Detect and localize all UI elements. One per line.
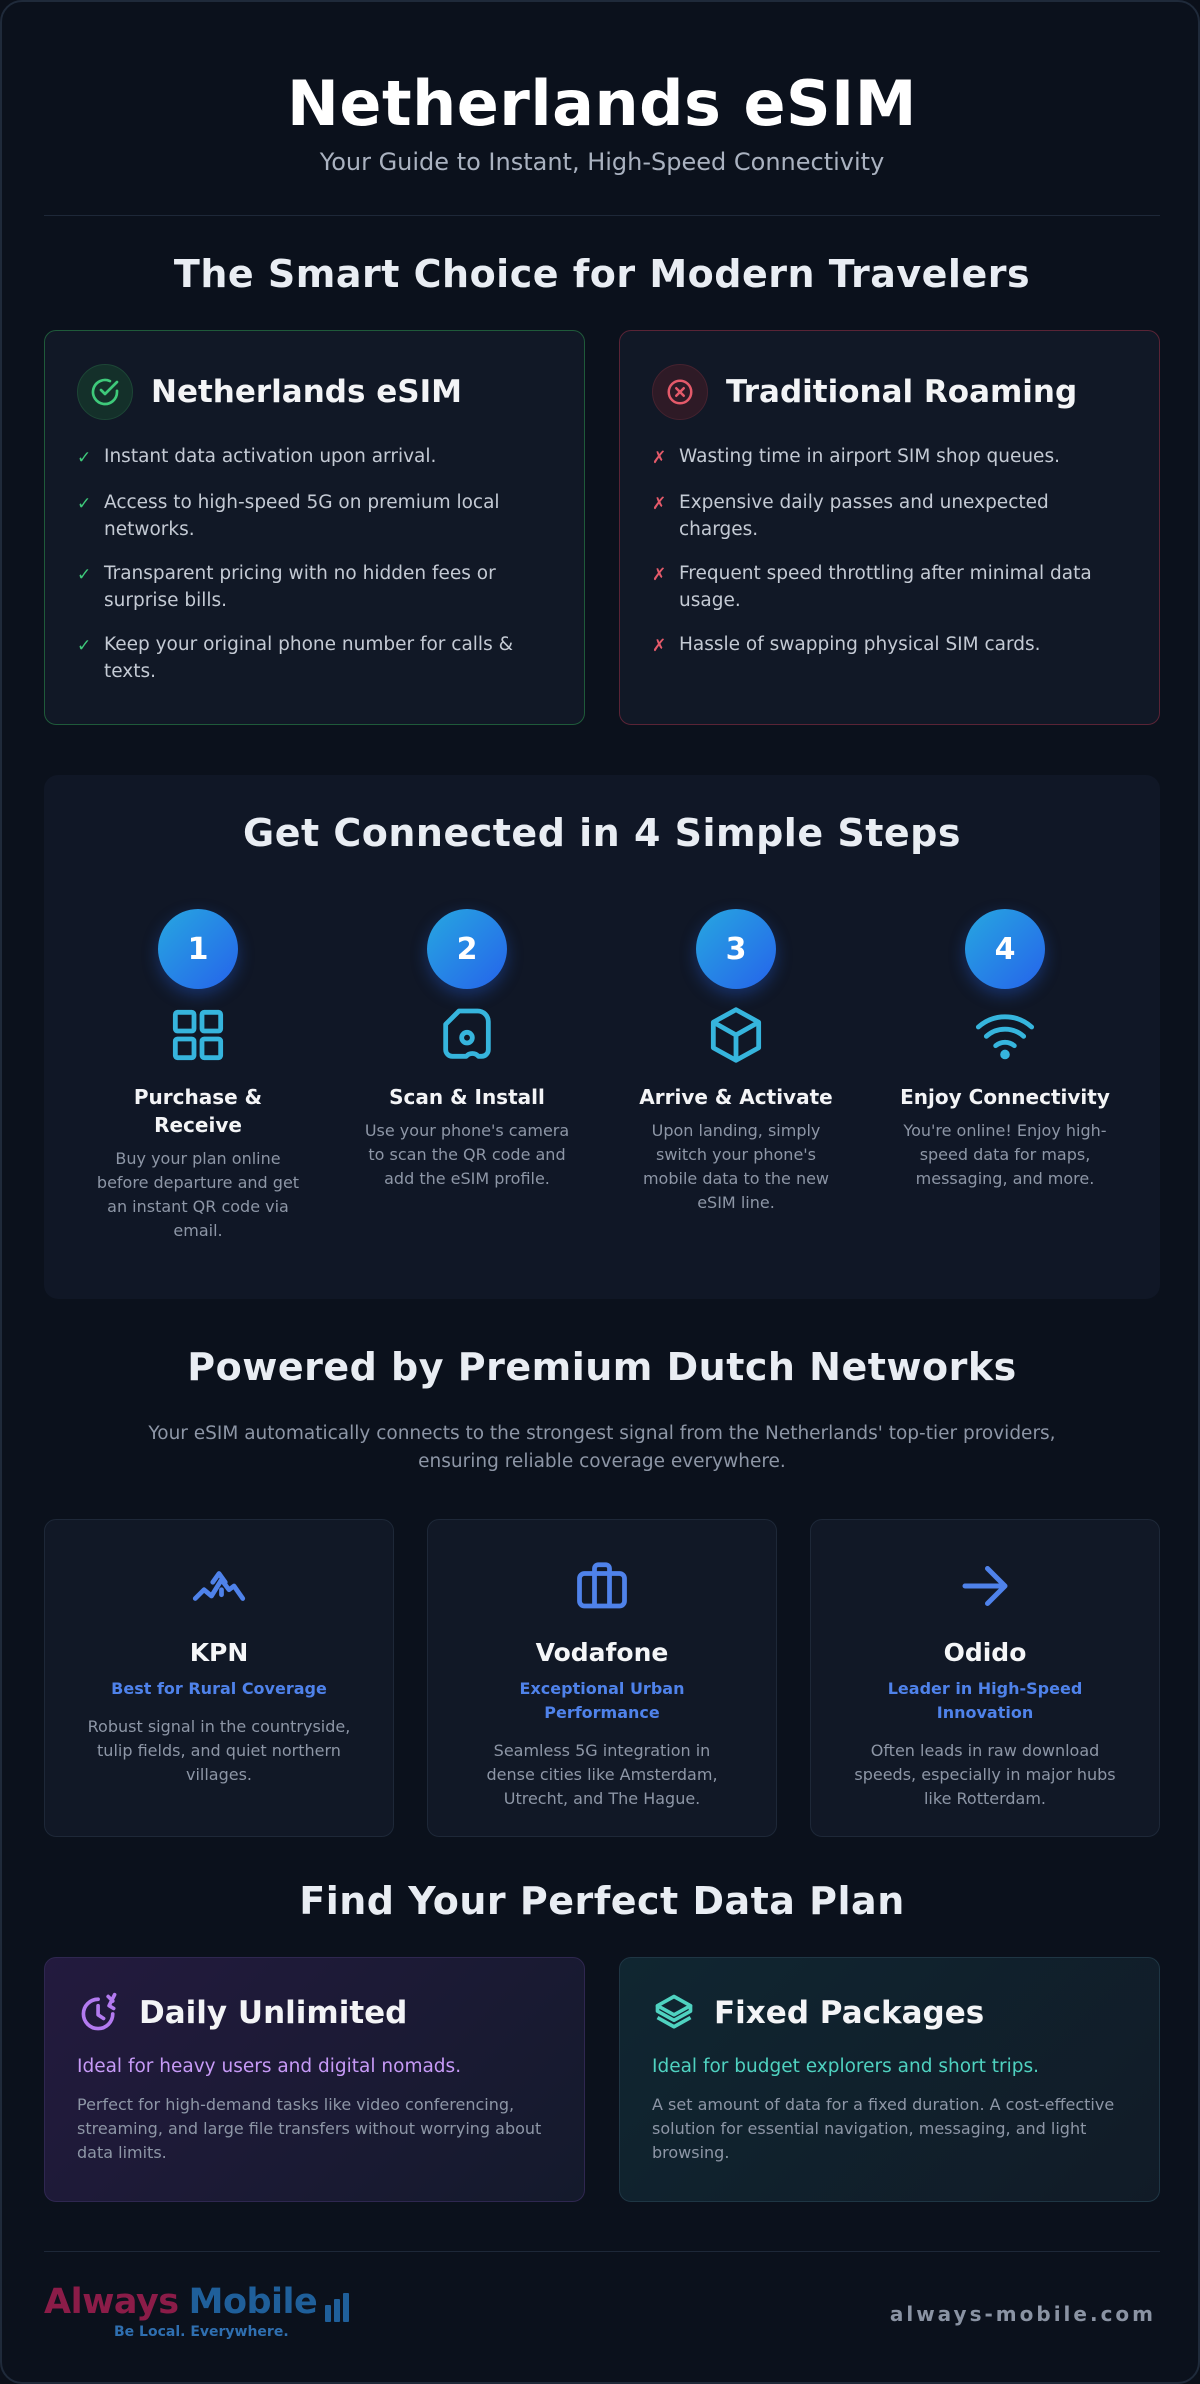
clock-icon <box>81 1992 117 2031</box>
brand-logo[interactable]: Always Mobile Be Local. Everywhere. <box>44 2282 352 2340</box>
list-item: ✗Hassle of swapping physical SIM cards. <box>652 631 1127 660</box>
step-number: 3 <box>696 909 776 989</box>
networks-intro: Your eSIM automatically connects to the … <box>148 1423 1056 1472</box>
sim-card-icon <box>443 1008 491 1059</box>
list-item: ✓Keep your original phone number for cal… <box>77 631 552 685</box>
grid-icon <box>172 1009 224 1061</box>
logo-word-always: Always <box>44 2282 179 2322</box>
network-tagline: Exceptional Urban Performance <box>519 1679 685 1722</box>
page-header: Netherlands eSIM Your Guide to Instant, … <box>44 62 1160 176</box>
briefcase-icon <box>577 1562 627 1609</box>
roaming-card-title: Traditional Roaming <box>726 374 1078 410</box>
list-item: ✓Access to high-speed 5G on premium loca… <box>77 489 552 543</box>
network-description: Robust signal in the countryside, tulip … <box>87 1717 351 1784</box>
plan-card-daily: Daily Unlimited Ideal for heavy users an… <box>44 1957 585 2202</box>
cross-icon: ✗ <box>652 448 667 468</box>
network-name: Odido <box>943 1638 1027 1667</box>
list-item: ✗Expensive daily passes and unexpected c… <box>652 489 1127 543</box>
step-title: Scan & Install <box>389 1085 545 1109</box>
network-card-vodafone: Vodafone Exceptional Urban Performance S… <box>427 1519 777 1837</box>
check-icon: ✓ <box>77 636 92 656</box>
step-3: 3 Arrive & Activate Upon landing, simply… <box>631 909 841 1215</box>
network-description: Seamless 5G integration in dense cities … <box>486 1741 718 1808</box>
check-icon: ✓ <box>77 494 92 514</box>
network-card-odido: Odido Leader in High-Speed Innovation Of… <box>810 1519 1160 1837</box>
check-icon: ✓ <box>77 565 92 585</box>
box-icon <box>710 1007 762 1063</box>
plan-title: Daily Unlimited <box>139 1995 408 2031</box>
footer-divider <box>44 2251 1160 2252</box>
roaming-drawbacks-list: ✗Wasting time in airport SIM shop queues… <box>652 443 1127 660</box>
step-number: 4 <box>965 909 1045 989</box>
page-subtitle: Your Guide to Instant, High-Speed Connec… <box>319 148 885 176</box>
step-description: Use your phone's camera to scan the QR c… <box>364 1121 570 1188</box>
comparison-title: The Smart Choice for Modern Travelers <box>173 252 1031 296</box>
network-name: KPN <box>189 1638 249 1667</box>
check-icon: ✓ <box>77 448 92 468</box>
step-number: 1 <box>158 909 238 989</box>
roaming-card: Traditional Roaming ✗Wasting time in air… <box>619 330 1160 725</box>
plan-title: Fixed Packages <box>714 1995 985 2031</box>
plans-title: Find Your Perfect Data Plan <box>299 1879 905 1923</box>
header-divider <box>44 215 1160 216</box>
step-title: Purchase & Receive <box>133 1085 263 1137</box>
plan-tagline: Ideal for budget explorers and short tri… <box>652 2056 1040 2077</box>
step-2: 2 Scan & Install Use your phone's camera… <box>362 909 572 1191</box>
step-description: Upon landing, simply switch your phone's… <box>642 1121 830 1212</box>
step-number: 2 <box>427 909 507 989</box>
esim-card: Netherlands eSIM ✓Instant data activatio… <box>44 330 585 725</box>
wifi-icon <box>975 1014 1035 1060</box>
steps-title: Get Connected in 4 Simple Steps <box>243 811 961 855</box>
step-1: 1 Purchase & Receive Buy your plan onlin… <box>93 909 303 1243</box>
network-card-kpn: KPN Best for Rural Coverage Robust signa… <box>44 1519 394 1837</box>
step-title: Enjoy Connectivity <box>900 1085 1110 1109</box>
check-circle-icon <box>77 364 133 420</box>
list-item: ✓Instant data activation upon arrival. <box>77 443 552 472</box>
website-link[interactable]: always-mobile.com <box>889 2302 1156 2326</box>
signal-bars-icon <box>325 2292 352 2322</box>
arrow-right-icon <box>962 1566 1008 1606</box>
step-description: Buy your plan online before departure an… <box>96 1149 300 1240</box>
logo-word-mobile: Mobile <box>188 2282 318 2322</box>
step-title: Arrive & Activate <box>639 1085 833 1109</box>
network-name: Vodafone <box>535 1638 669 1667</box>
mountain-icon <box>192 1571 246 1601</box>
list-item: ✗Wasting time in airport SIM shop queues… <box>652 443 1127 472</box>
network-description: Often leads in raw download speeds, espe… <box>854 1741 1116 1808</box>
network-tagline: Best for Rural Coverage <box>111 1679 327 1698</box>
cross-icon: ✗ <box>652 636 667 656</box>
steps-section: Get Connected in 4 Simple Steps 1 Purcha… <box>44 775 1160 1299</box>
plan-card-fixed: Fixed Packages Ideal for budget explorer… <box>619 1957 1160 2202</box>
logo-tagline: Be Local. Everywhere. <box>114 2324 289 2340</box>
layers-icon <box>655 1994 693 2029</box>
cross-icon: ✗ <box>652 494 667 514</box>
cross-icon: ✗ <box>652 565 667 585</box>
list-item: ✗Frequent speed throttling after minimal… <box>652 560 1127 614</box>
plan-tagline: Ideal for heavy users and digital nomads… <box>77 2056 462 2077</box>
network-tagline: Leader in High-Speed Innovation <box>887 1679 1083 1722</box>
step-4: 4 Enjoy Connectivity You're online! Enjo… <box>900 909 1110 1191</box>
esim-card-title: Netherlands eSIM <box>151 374 462 410</box>
esim-benefits-list: ✓Instant data activation upon arrival. ✓… <box>77 443 552 685</box>
plan-description: Perfect for high-demand tasks like video… <box>77 2095 542 2162</box>
list-item: ✓Transparent pricing with no hidden fees… <box>77 560 552 614</box>
page-title: Netherlands eSIM <box>287 67 917 140</box>
networks-title: Powered by Premium Dutch Networks <box>187 1345 1017 1389</box>
step-description: You're online! Enjoy high-speed data for… <box>903 1121 1107 1188</box>
x-circle-icon <box>652 364 708 420</box>
plan-description: A set amount of data for a fixed duratio… <box>652 2095 1115 2162</box>
